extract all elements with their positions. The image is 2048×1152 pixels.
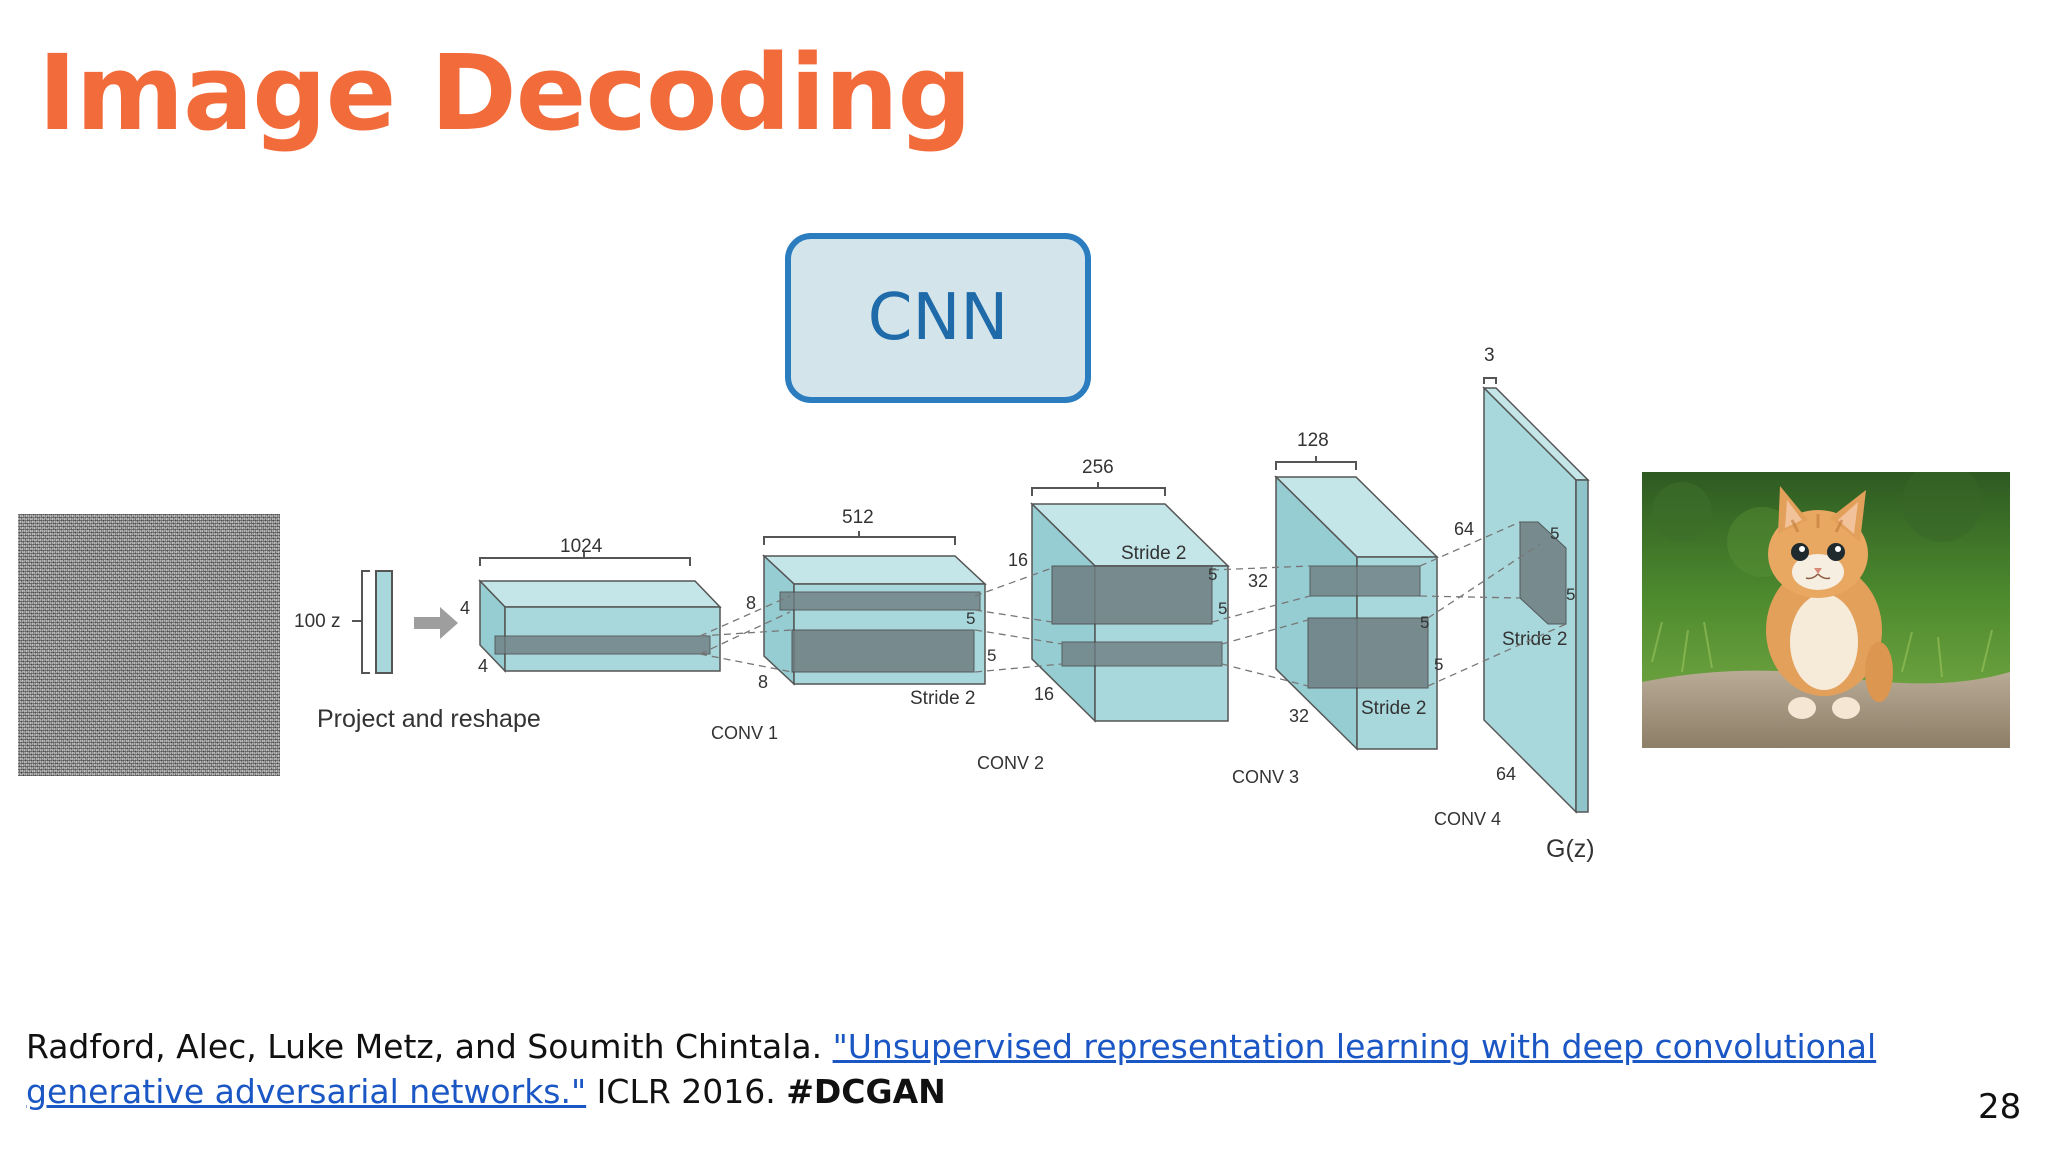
conv1-block [762,554,987,686]
connection-lines [699,521,1567,687]
conv1-size-h: 8 [746,593,756,613]
conv3-kernel-b: 5 [1434,655,1443,674]
project-arrow [414,607,458,639]
input-label: 100 z [294,611,340,632]
conv1-stride: Stride 2 [910,688,975,709]
kitten-illustration [1642,472,2010,748]
conv2-kernel-a: 5 [1208,565,1217,584]
layer-conv2: CONV 2 [977,753,1044,773]
z-vector [352,570,393,674]
citation-venue: ICLR 2016. [596,1072,776,1111]
conv3-stride: Stride 2 [1361,698,1426,719]
layer-conv4: CONV 4 [1434,809,1501,829]
conv2-stride: Stride 2 [1121,543,1186,564]
conv4-size-h: 64 [1454,519,1474,539]
conv2-size-h: 16 [1008,550,1028,570]
depth-3: 3 [1484,345,1495,366]
conv3-kernel-a: 5 [1420,613,1429,632]
conv2-kernel-b: 5 [1218,599,1227,618]
layer-conv1: CONV 1 [711,723,778,743]
conv3-size-w: 32 [1289,706,1309,726]
output-label: G(z) [1546,835,1595,863]
conv1-size-w: 8 [758,672,768,692]
paper-link[interactable]: "Unsupervised representation learning wi… [26,1027,1877,1111]
noise-input-image [18,514,280,776]
kitten-output-image [1642,472,2010,748]
conv2-size-w: 16 [1034,684,1054,704]
slide-title: Image Decoding [38,32,972,154]
projection-block [478,579,722,673]
proj-size-h: 4 [460,598,470,618]
conv4-kernel-a: 5 [1550,524,1559,543]
page-number: 28 [1978,1087,2022,1127]
conv2-block [1030,502,1230,723]
project-label: Project and reshape [317,705,541,733]
depth-256: 256 [1082,457,1114,478]
citation: Radford, Alec, Luke Metz, and Soumith Ch… [26,1024,1956,1114]
conv4-size-w: 64 [1496,764,1516,784]
conv4-stride: Stride 2 [1502,629,1567,650]
depth-512: 512 [842,507,874,528]
depth-128: 128 [1297,430,1329,451]
conv3-block [1274,475,1439,751]
depth-1024: 1024 [560,536,603,557]
conv1-kernel-a: 5 [966,609,975,628]
conv1-kernel-b: 5 [987,646,996,665]
proj-size-w: 4 [478,656,488,676]
conv3-size-h: 32 [1248,571,1268,591]
cnn-label: CNN [867,281,1009,355]
layer-conv3: CONV 3 [1232,767,1299,787]
cnn-box: CNN [785,233,1091,403]
citation-authors: Radford, Alec, Luke Metz, and Soumith Ch… [26,1027,823,1066]
conv4-output-block [1482,386,1590,814]
citation-tag: #DCGAN [786,1072,946,1111]
conv4-kernel-b: 5 [1566,585,1575,604]
